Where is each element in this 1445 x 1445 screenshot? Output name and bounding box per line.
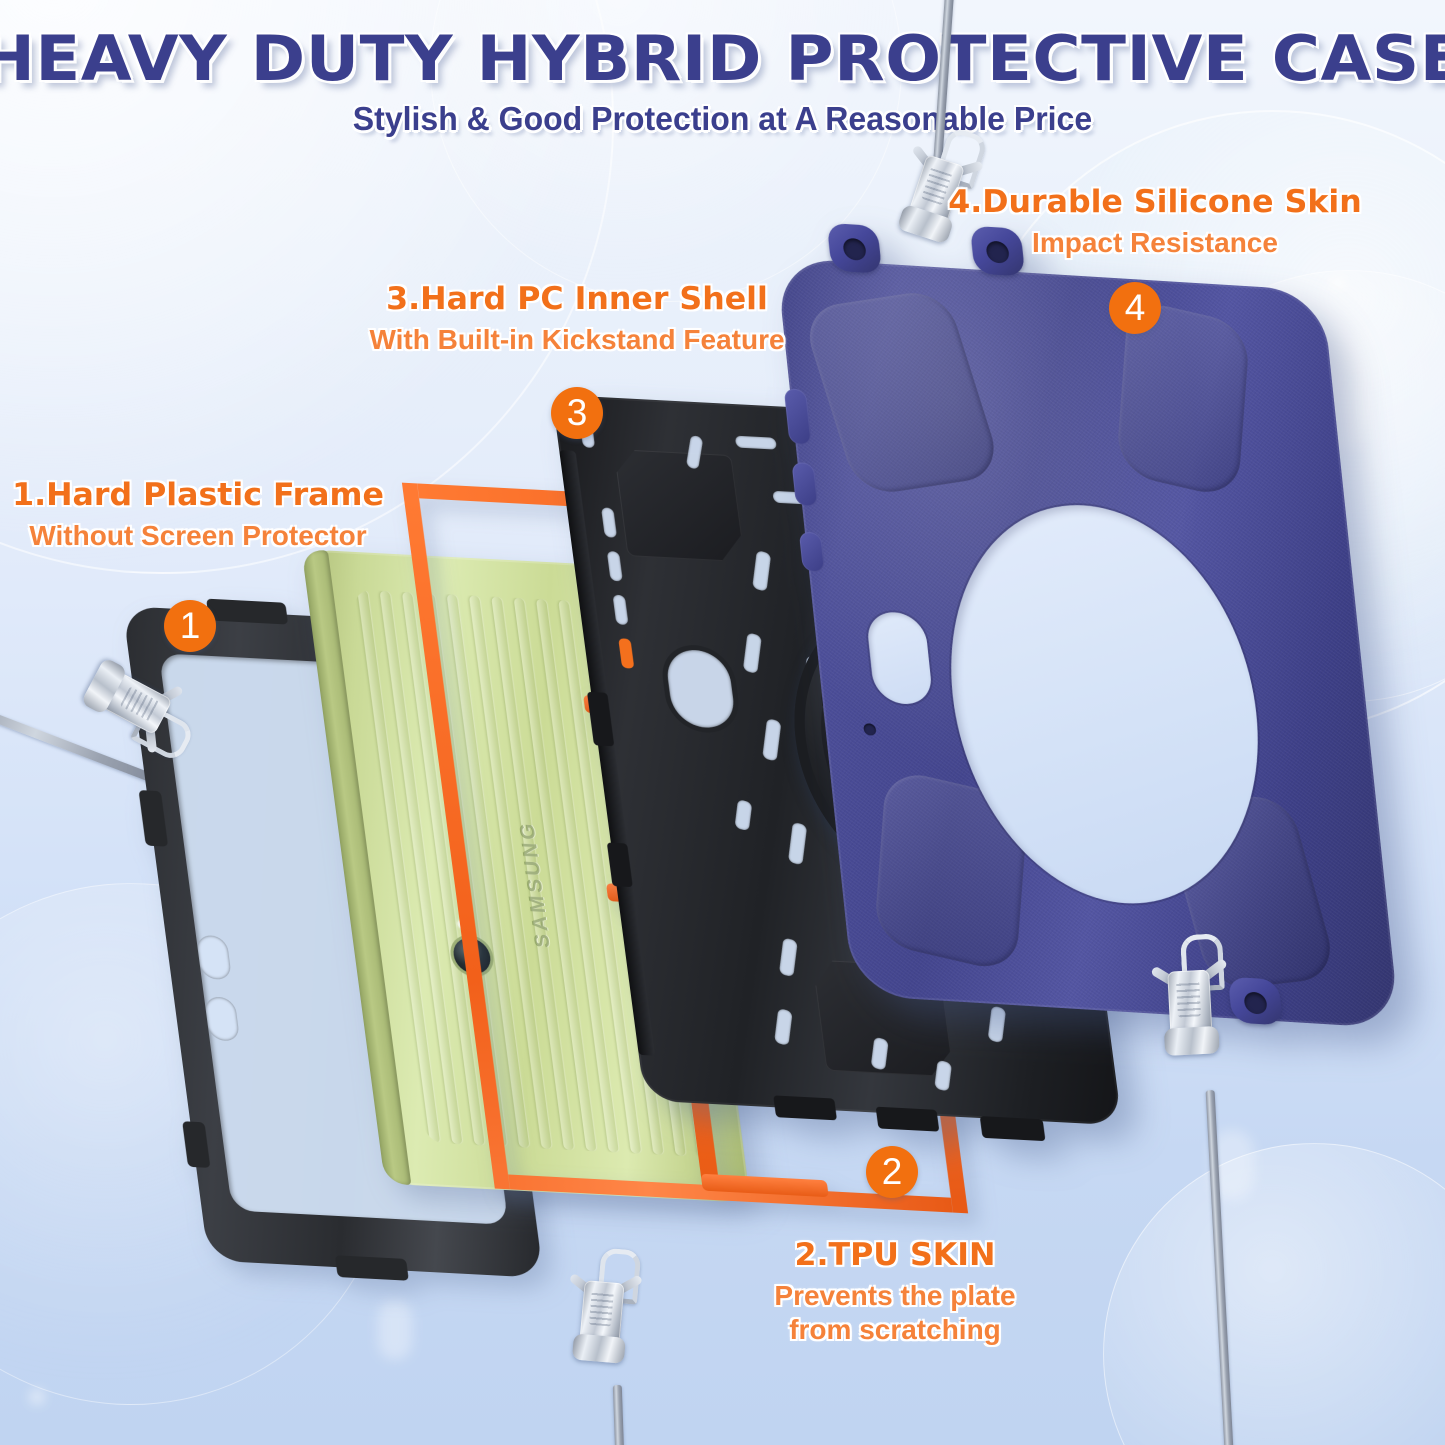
pc-shell-diamond-emboss-top — [613, 449, 745, 562]
callout-4-heading: 4.Durable Silicone Skin — [948, 184, 1362, 220]
callout-3-badge[interactable]: 3 — [551, 387, 603, 439]
strap-clip-bottom-right[interactable] — [1150, 933, 1234, 1073]
background-bubble-bottom-right — [1103, 1143, 1445, 1445]
callout-hard-plastic-frame: 1.Hard Plastic Frame Without Screen Prot… — [8, 477, 388, 553]
bubble-gleam-1 — [1330, 275, 1346, 291]
callout-2-subheading-line-2: from scratching — [789, 1314, 1001, 1346]
pc-shell-foot-mid — [875, 1106, 940, 1132]
frame-bottom-nub — [334, 1255, 409, 1281]
callout-1-subheading: Without Screen Protector — [29, 520, 367, 552]
frame-top-nub — [206, 598, 289, 625]
clip-collar — [571, 1333, 626, 1364]
callout-1-heading: 1.Hard Plastic Frame — [12, 477, 384, 513]
pc-vent-slot — [734, 435, 777, 450]
callout-2-heading: 2.TPU SKIN — [794, 1237, 996, 1273]
clip-collar — [1163, 1025, 1220, 1056]
callout-2-badge[interactable]: 2 — [866, 1146, 918, 1198]
callout-3-heading: 3.Hard PC Inner Shell — [386, 281, 768, 317]
callout-tpu-skin: 2.TPU SKIN Prevents the plate from scrat… — [700, 1237, 1090, 1348]
page-title: HEAVY DUTY HYBRID PROTECTIVE CASE — [0, 22, 1445, 95]
callout-4-badge[interactable]: 4 — [1109, 282, 1161, 334]
strap-clip-bottom-center[interactable] — [564, 1245, 645, 1381]
part-durable-silicone-skin[interactable] — [775, 222, 1401, 1029]
strap-rod-bottom-center — [612, 1384, 625, 1445]
bubble-gleam-5 — [30, 1390, 44, 1404]
callout-durable-silicone-skin: 4.Durable Silicone Skin Impact Resistanc… — [948, 184, 1362, 260]
callout-1-badge[interactable]: 1 — [164, 600, 216, 652]
pc-shell-foot-right — [979, 1116, 1046, 1142]
page-subtitle: Stylish & Good Protection at A Reasonabl… — [352, 100, 1093, 137]
callout-2-subheading-line-1: Prevents the plate — [774, 1280, 1016, 1312]
bubble-gleam-4 — [378, 1300, 412, 1360]
callout-4-subheading: Impact Resistance — [1032, 227, 1278, 259]
pc-shell-foot-left — [773, 1095, 838, 1121]
callout-3-subheading: With Built-in Kickstand Feature — [369, 324, 785, 356]
clip-knurling — [588, 1290, 614, 1327]
clip-knurling — [1176, 980, 1202, 1018]
callout-hard-pc-inner-shell: 3.Hard PC Inner Shell With Built-in Kick… — [342, 281, 812, 357]
